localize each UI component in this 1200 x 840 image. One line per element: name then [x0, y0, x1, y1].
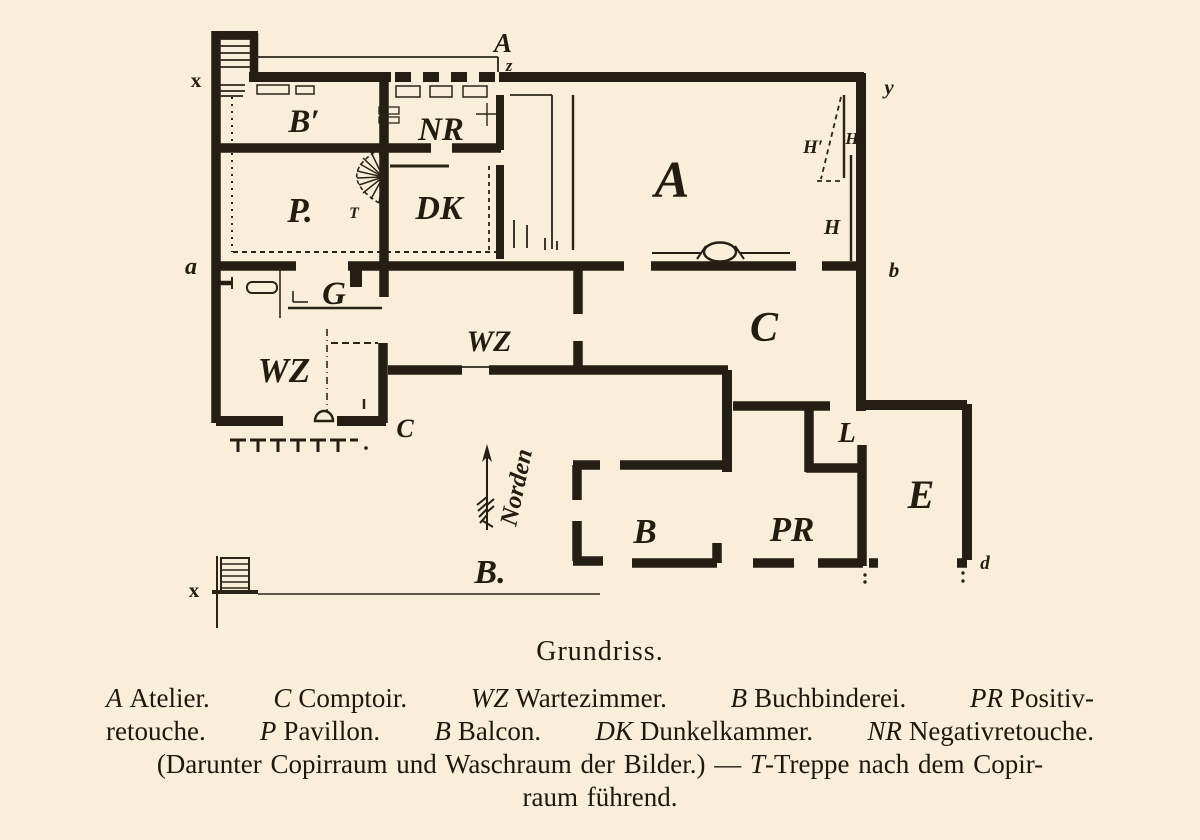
legend-text: Buchbinderei.: [754, 683, 907, 713]
room-label-atelier: A: [652, 152, 690, 209]
room-label-comptoir: C: [750, 305, 779, 351]
legend-key: NR: [867, 716, 902, 746]
figure-title: Grundriss.: [536, 636, 664, 667]
room-label-wz-mid: WZ: [467, 325, 512, 358]
legend-key: A: [106, 683, 123, 713]
room-label-p: P.: [286, 191, 313, 230]
camera-icon: [652, 241, 790, 263]
section-marker-y: y: [881, 75, 894, 99]
room-label-dk: DK: [414, 190, 465, 227]
legend-key: C: [273, 683, 292, 713]
legend-line-3: (Darunter Copirraum und Waschraum der Bi…: [106, 748, 1094, 781]
legend-key: WZ: [470, 683, 509, 713]
section-marker-x-top: x: [191, 68, 202, 92]
legend-key: PR: [969, 683, 1003, 713]
section-marker-a-top: A: [492, 28, 512, 58]
railing-icon: [230, 438, 368, 452]
legend-line-4: raum führend.: [106, 781, 1094, 814]
walls: [211, 31, 972, 568]
ladder-icon: [212, 556, 600, 628]
floor-plan: x A z y a b d x B. Norden B′ NR P. T DK …: [185, 28, 990, 628]
label-h-prime: H′: [802, 137, 823, 158]
stairs-icon: [218, 38, 252, 97]
section-marker-a: a: [185, 254, 197, 280]
legend-key: DK: [595, 716, 633, 746]
legend-text: Pavillon.: [283, 716, 381, 746]
legend-text: Wartezimmer.: [515, 683, 667, 713]
legend-text: retouche.: [106, 716, 206, 746]
room-label-t: T: [349, 205, 360, 222]
room-label-l: L: [837, 417, 856, 449]
label-h-mid: H: [823, 215, 841, 239]
room-label-g: G: [322, 276, 346, 312]
legend-key: P: [259, 716, 277, 746]
spiral-stair-icon: [355, 148, 384, 204]
room-label-b-prime: B′: [287, 104, 319, 140]
section-marker-z: z: [505, 56, 513, 75]
section-marker-x-bottom: x: [189, 578, 200, 602]
door-arc-icon: [313, 409, 335, 423]
label-h-top: H: [844, 129, 859, 148]
room-label-wz-left: WZ: [258, 351, 311, 390]
section-marker-d: d: [980, 553, 990, 574]
legend-text: Balcon.: [457, 716, 542, 746]
legend-key: T: [749, 749, 766, 779]
legend-text: Negativretouche.: [908, 716, 1094, 746]
legend-text: Comptoir.: [298, 683, 408, 713]
north-arrow-icon: [476, 444, 495, 530]
section-marker-b-bottom: B.: [473, 554, 505, 591]
legend-text: -Treppe nach dem Copir-: [765, 749, 1044, 779]
room-label-c-door: C: [396, 414, 414, 443]
legend-item: retouche.: [106, 715, 206, 748]
north-label: Norden: [495, 447, 538, 530]
room-label-nr: NR: [417, 112, 464, 148]
legend-key: B: [730, 683, 748, 713]
floor-plan-svg: x A z y a b d x B. Norden B′ NR P. T DK …: [185, 28, 990, 628]
legend-text: raum führend.: [522, 782, 678, 812]
thin-details: [231, 56, 965, 584]
legend-key: B: [434, 716, 451, 746]
room-label-pr: PR: [769, 510, 815, 549]
legend-text: Atelier.: [129, 683, 210, 713]
room-label-balcon: B: [632, 512, 656, 551]
legend-text: Positiv-: [1009, 683, 1094, 713]
room-label-e: E: [907, 472, 935, 517]
legend-text: (Darunter Copirraum und Waschraum der Bi…: [156, 749, 742, 779]
legend-text: Dunkelkammer.: [639, 716, 814, 746]
section-marker-b: b: [889, 258, 900, 282]
